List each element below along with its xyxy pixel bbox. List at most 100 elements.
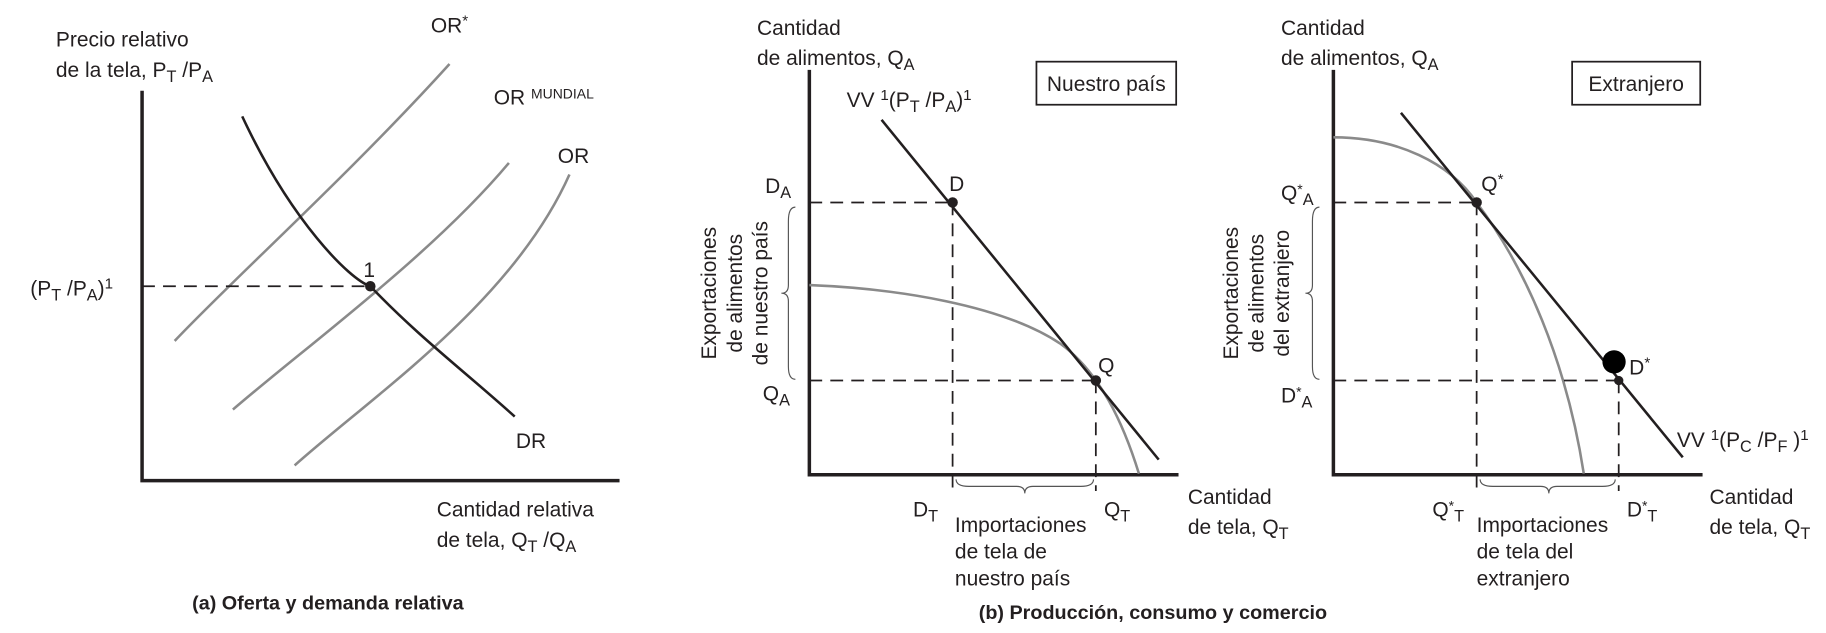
- label-text: de alimentos, Q: [1281, 47, 1428, 70]
- point-q-star-label: Q*: [1481, 171, 1503, 196]
- subscript: T: [1120, 507, 1130, 525]
- x-axis-label-line1: Cantidad relativa: [437, 499, 595, 522]
- superscript: *: [1296, 384, 1302, 400]
- subscript: T: [1647, 507, 1657, 525]
- exports-label: Exportaciones de alimentos del extranjer…: [1220, 227, 1294, 360]
- label-text: D: [949, 173, 964, 196]
- label-text: ): [956, 89, 963, 112]
- superscript: 1: [880, 87, 888, 104]
- superscript: *: [1449, 498, 1455, 514]
- label-text: OR: [558, 145, 589, 168]
- or-label: OR: [558, 145, 589, 168]
- imports-line1: Importaciones: [955, 514, 1087, 537]
- axes: [1331, 69, 1703, 477]
- label-text: Cantidad: [1188, 486, 1272, 509]
- y-axis-label-line2: de alimentos, QA: [1281, 47, 1439, 74]
- country-box: [1035, 60, 1178, 106]
- panel-a-relative-supply-demand: Precio relativo de la tela, PT /PA OR* O…: [30, 13, 620, 615]
- subscript: A: [780, 184, 791, 202]
- exports-line2: de alimentos: [1246, 234, 1269, 353]
- production-possibility-frontier: [1333, 136, 1586, 474]
- panel-b-caption: (b) Producción, consumo y comercio: [979, 602, 1327, 624]
- axes: [807, 69, 1179, 477]
- superscript: *: [462, 13, 468, 30]
- label-text: (P: [30, 278, 51, 301]
- exports-line3: del extranjero: [1271, 230, 1294, 357]
- label-text: ): [1787, 429, 1800, 452]
- panel-b-foreign: Cantidad de alimentos, QA Extranjero Q* …: [1220, 17, 1810, 590]
- superscript: 1: [105, 276, 113, 293]
- superscript: *: [1644, 355, 1650, 372]
- subscript: A: [779, 391, 790, 409]
- label-text: (P: [1719, 429, 1740, 452]
- consumption-point-d-star: [1602, 350, 1626, 374]
- label-text: VV: [1677, 429, 1711, 452]
- or-star-curve: [173, 63, 451, 342]
- tick-dt-label: DT: [913, 499, 938, 526]
- subscript: T: [1279, 525, 1289, 543]
- label-text: Q: [1481, 173, 1497, 196]
- superscript: *: [1297, 182, 1303, 198]
- exports-line3: de nuestro país: [749, 221, 772, 365]
- subscript: A: [87, 286, 98, 304]
- production-possibility-frontier: [809, 283, 1141, 474]
- price-level-label: (PT /PA)1: [30, 276, 113, 305]
- label-text: Cantidad: [1281, 17, 1365, 40]
- point-1-label: 1: [363, 259, 375, 282]
- budget-line-label: VV 1(PC /PF )1: [1677, 427, 1809, 456]
- label-text: /Q: [537, 529, 565, 552]
- imports-line3: nuestro país: [955, 567, 1070, 590]
- axes: [140, 90, 620, 483]
- superscript: *: [1498, 171, 1504, 188]
- label-text: Q: [1104, 499, 1120, 522]
- dr-label: DR: [516, 430, 546, 453]
- label-text: (P: [889, 89, 910, 112]
- dashed-guides: [1333, 201, 1620, 492]
- label-text: /P: [920, 89, 946, 112]
- superscript: 1: [1800, 427, 1808, 444]
- country-box: [1571, 60, 1702, 106]
- x-axis-label-line1: Cantidad: [1188, 486, 1272, 509]
- tick-da-label: DA: [765, 175, 791, 202]
- label-text: de alimentos, Q: [757, 47, 904, 70]
- subscript: A: [202, 68, 213, 86]
- imports-brace: [955, 479, 1095, 494]
- subscript: T: [910, 98, 920, 116]
- superscript: MUNDIAL: [531, 86, 594, 102]
- production-point-q: [1090, 375, 1102, 386]
- label-text: VV: [847, 89, 881, 112]
- label-text: /P: [1752, 429, 1778, 452]
- label-text: DR: [516, 430, 546, 453]
- label-text: de tela, Q: [1710, 516, 1801, 539]
- exports-brace: [781, 206, 796, 380]
- label-text: OR: [431, 15, 462, 38]
- subscript: A: [1302, 393, 1313, 411]
- imports-line2: de tela de: [955, 541, 1047, 564]
- or-mundial-curve: [232, 162, 510, 411]
- tick-dt-star-label: D*T: [1627, 498, 1658, 525]
- imports-line1: Importaciones: [1477, 514, 1609, 537]
- or-star-label: OR*: [431, 13, 468, 38]
- label-text: D: [913, 499, 928, 522]
- label-text: Cantidad: [1710, 486, 1794, 509]
- subscript: T: [1454, 507, 1464, 525]
- label-text: ): [98, 278, 105, 301]
- point-d-star-label: D*: [1629, 355, 1650, 380]
- x-axis-label-line2: de tela, QT: [1710, 516, 1811, 543]
- y-axis-label-line2: de la tela, PT /PA: [56, 59, 213, 86]
- point-d-label: D: [949, 173, 964, 196]
- budget-line: [1399, 112, 1684, 459]
- subscript: A: [1303, 191, 1314, 209]
- subscript: A: [904, 56, 915, 74]
- subscript: T: [51, 286, 61, 304]
- panel-b-home: Cantidad de alimentos, QA Nuestro país V…: [698, 17, 1288, 590]
- tick-da-star-label: D*A: [1281, 384, 1313, 411]
- imports-line2: de tela del: [1477, 541, 1574, 564]
- label-text: de tela, Q: [437, 529, 528, 552]
- imports-line3: extranjero: [1477, 567, 1570, 590]
- label-text: /P: [61, 278, 87, 301]
- exports-line2: de alimentos: [724, 234, 747, 353]
- panel-a-caption: (a) Oferta y demanda relativa: [192, 593, 464, 615]
- subscript: T: [528, 538, 538, 556]
